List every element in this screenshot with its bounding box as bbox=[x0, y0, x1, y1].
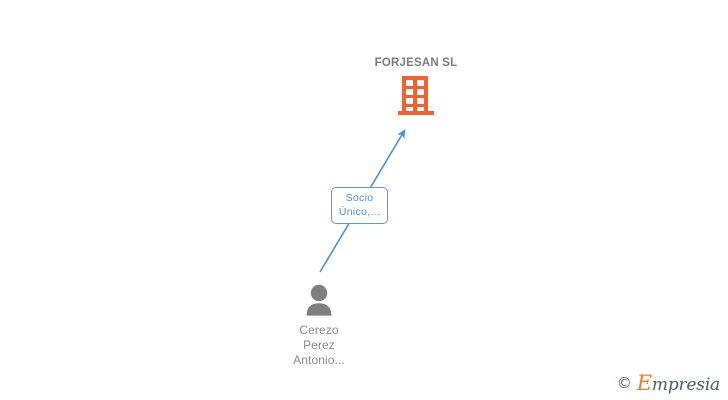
building-icon bbox=[398, 76, 434, 115]
person-name-line-1: Cerezo bbox=[299, 323, 339, 337]
person-name-line-2: Perez bbox=[303, 338, 335, 352]
person-icon-wrap bbox=[256, 284, 382, 320]
company-name-label: FORJESAN SL bbox=[374, 57, 458, 69]
person-icon bbox=[306, 284, 332, 316]
brand-label: Empresia bbox=[637, 373, 720, 394]
edge-label-line-2: Único,... bbox=[338, 206, 381, 218]
person-name-line-3: Antonio... bbox=[293, 353, 345, 367]
node-company[interactable]: FORJESAN SL bbox=[336, 56, 496, 118]
brand-initial: E bbox=[636, 371, 652, 395]
edge-label-line-1: Socio bbox=[345, 192, 374, 204]
building-icon-wrap bbox=[336, 76, 496, 118]
watermark: © Empresia bbox=[617, 373, 720, 394]
edge-label-socio-unico[interactable]: Socio Único,... bbox=[331, 187, 388, 224]
brand-rest: mpresia bbox=[651, 375, 720, 395]
person-name-label: Cerezo Perez Antonio... bbox=[256, 323, 382, 368]
node-person[interactable]: Cerezo Perez Antonio... bbox=[256, 284, 382, 368]
copyright-icon: © bbox=[616, 374, 632, 392]
